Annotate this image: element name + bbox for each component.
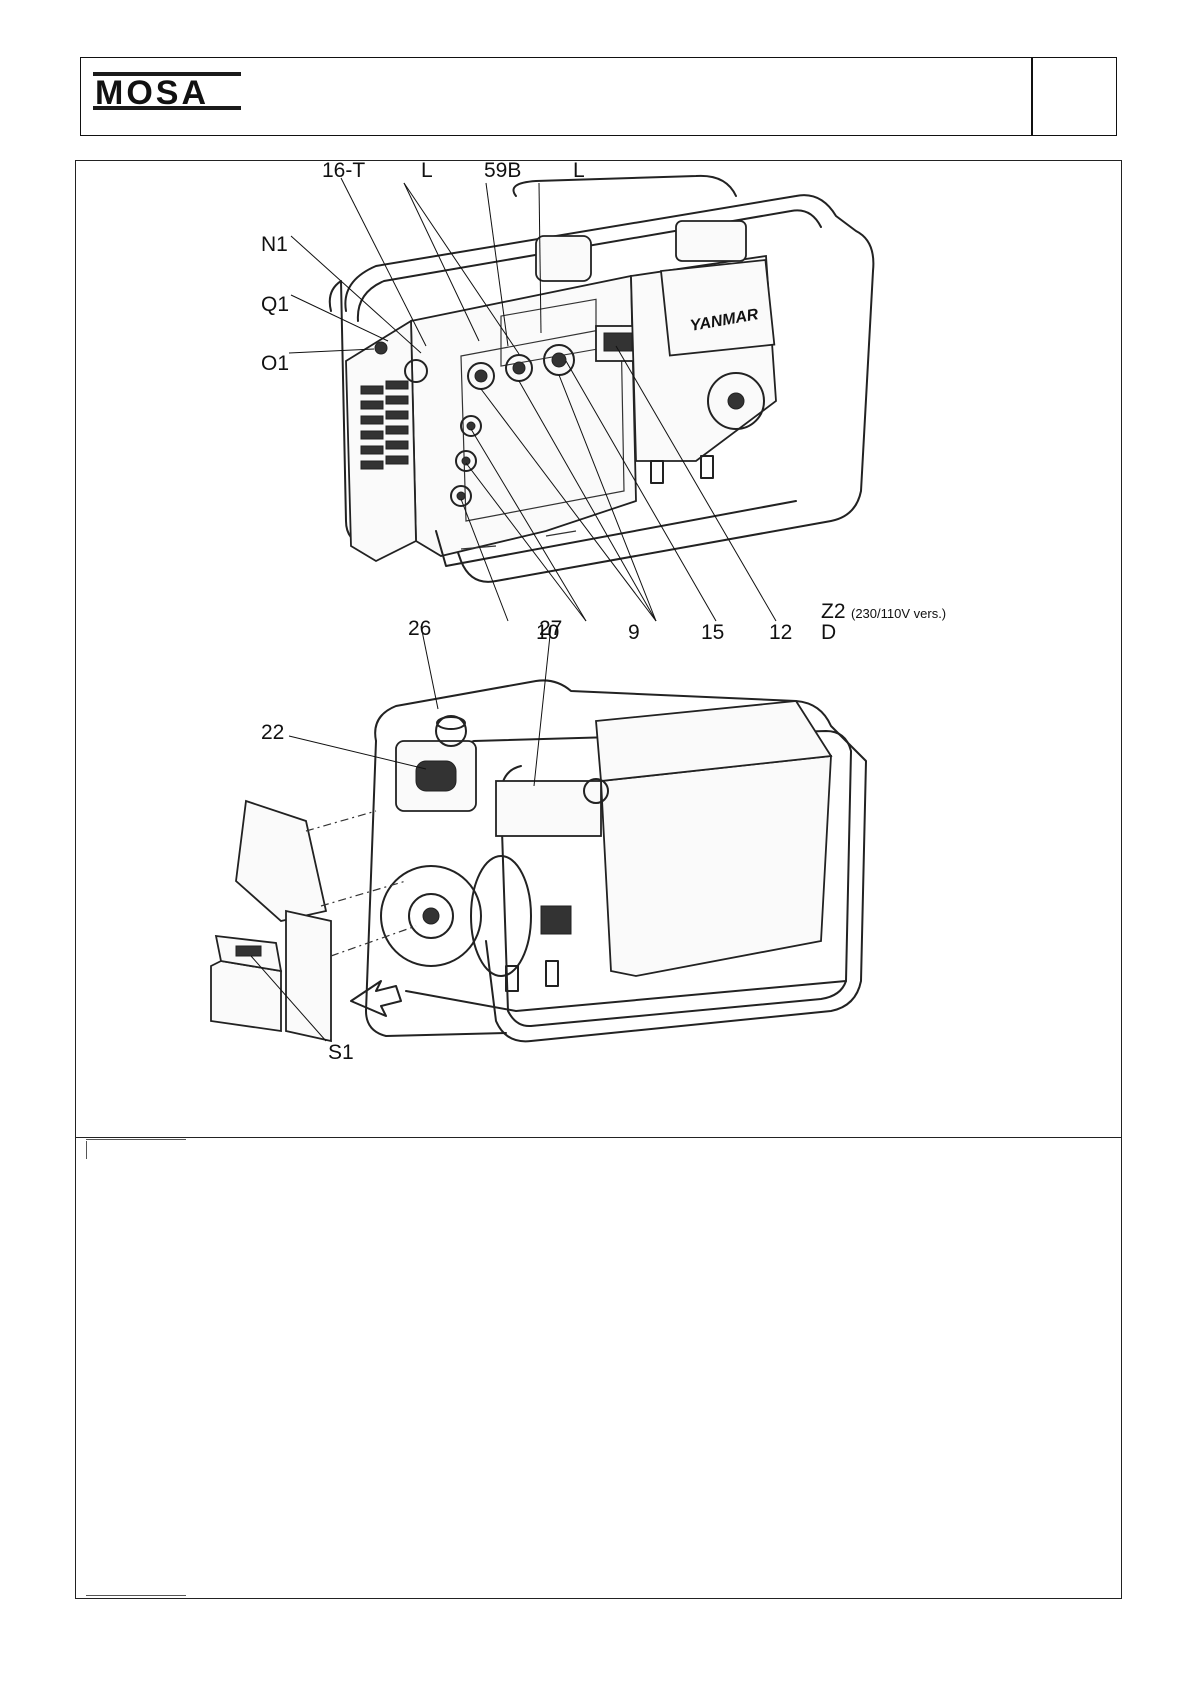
generator-rear-view (210, 679, 867, 1043)
bottom-callout-leaders (250, 625, 552, 1042)
callout-10: 10 (536, 621, 559, 644)
generator-front-view: YANMAR (328, 174, 875, 583)
figure-panel: YANMAR (75, 159, 1122, 1138)
callout-12: 12 (769, 621, 792, 644)
top-callout-leaders (288, 177, 777, 622)
callout-22: 22 (261, 721, 284, 744)
cooling-vents (360, 380, 409, 470)
generator-illustrations: YANMAR (210, 159, 946, 1064)
header-divider (1031, 58, 1033, 135)
logo-text: MOSA (95, 74, 209, 112)
corner-mark-top (86, 1139, 186, 1140)
callout-n1: N1 (261, 233, 288, 256)
callout-o1: O1 (261, 352, 289, 375)
corner-mark-bottom (86, 1595, 186, 1596)
corner-mark-vertical (86, 1141, 87, 1159)
page-header: MOSA (80, 57, 1117, 136)
mosa-logo-graphic: MOSA (93, 72, 241, 112)
top-callout-labels: 16-T L 59B L N1 Q1 O1 10 9 15 12 Z2 (230… (261, 159, 946, 644)
callout-27: 27 (539, 617, 562, 640)
mosa-logo: MOSA (91, 66, 246, 123)
bottom-callout-labels: 26 27 22 S1 (261, 617, 562, 1064)
callout-d: D (821, 621, 836, 644)
callout-15: 15 (701, 621, 724, 644)
callout-26: 26 (408, 617, 431, 640)
callout-z2: Z2 (821, 600, 846, 623)
callout-z2-note: (230/110V vers.) (851, 606, 946, 621)
callout-q1: Q1 (261, 293, 289, 316)
callout-16-t: 16-T (322, 161, 365, 182)
callout-l-left: L (421, 161, 433, 182)
output-sockets (450, 344, 575, 507)
callout-59b: 59B (484, 161, 521, 182)
callout-9: 9 (628, 621, 640, 644)
callout-s1: S1 (328, 1041, 354, 1064)
description-panel (75, 1137, 1122, 1599)
callout-l-right: L (573, 161, 585, 182)
battery-box (210, 799, 332, 1043)
